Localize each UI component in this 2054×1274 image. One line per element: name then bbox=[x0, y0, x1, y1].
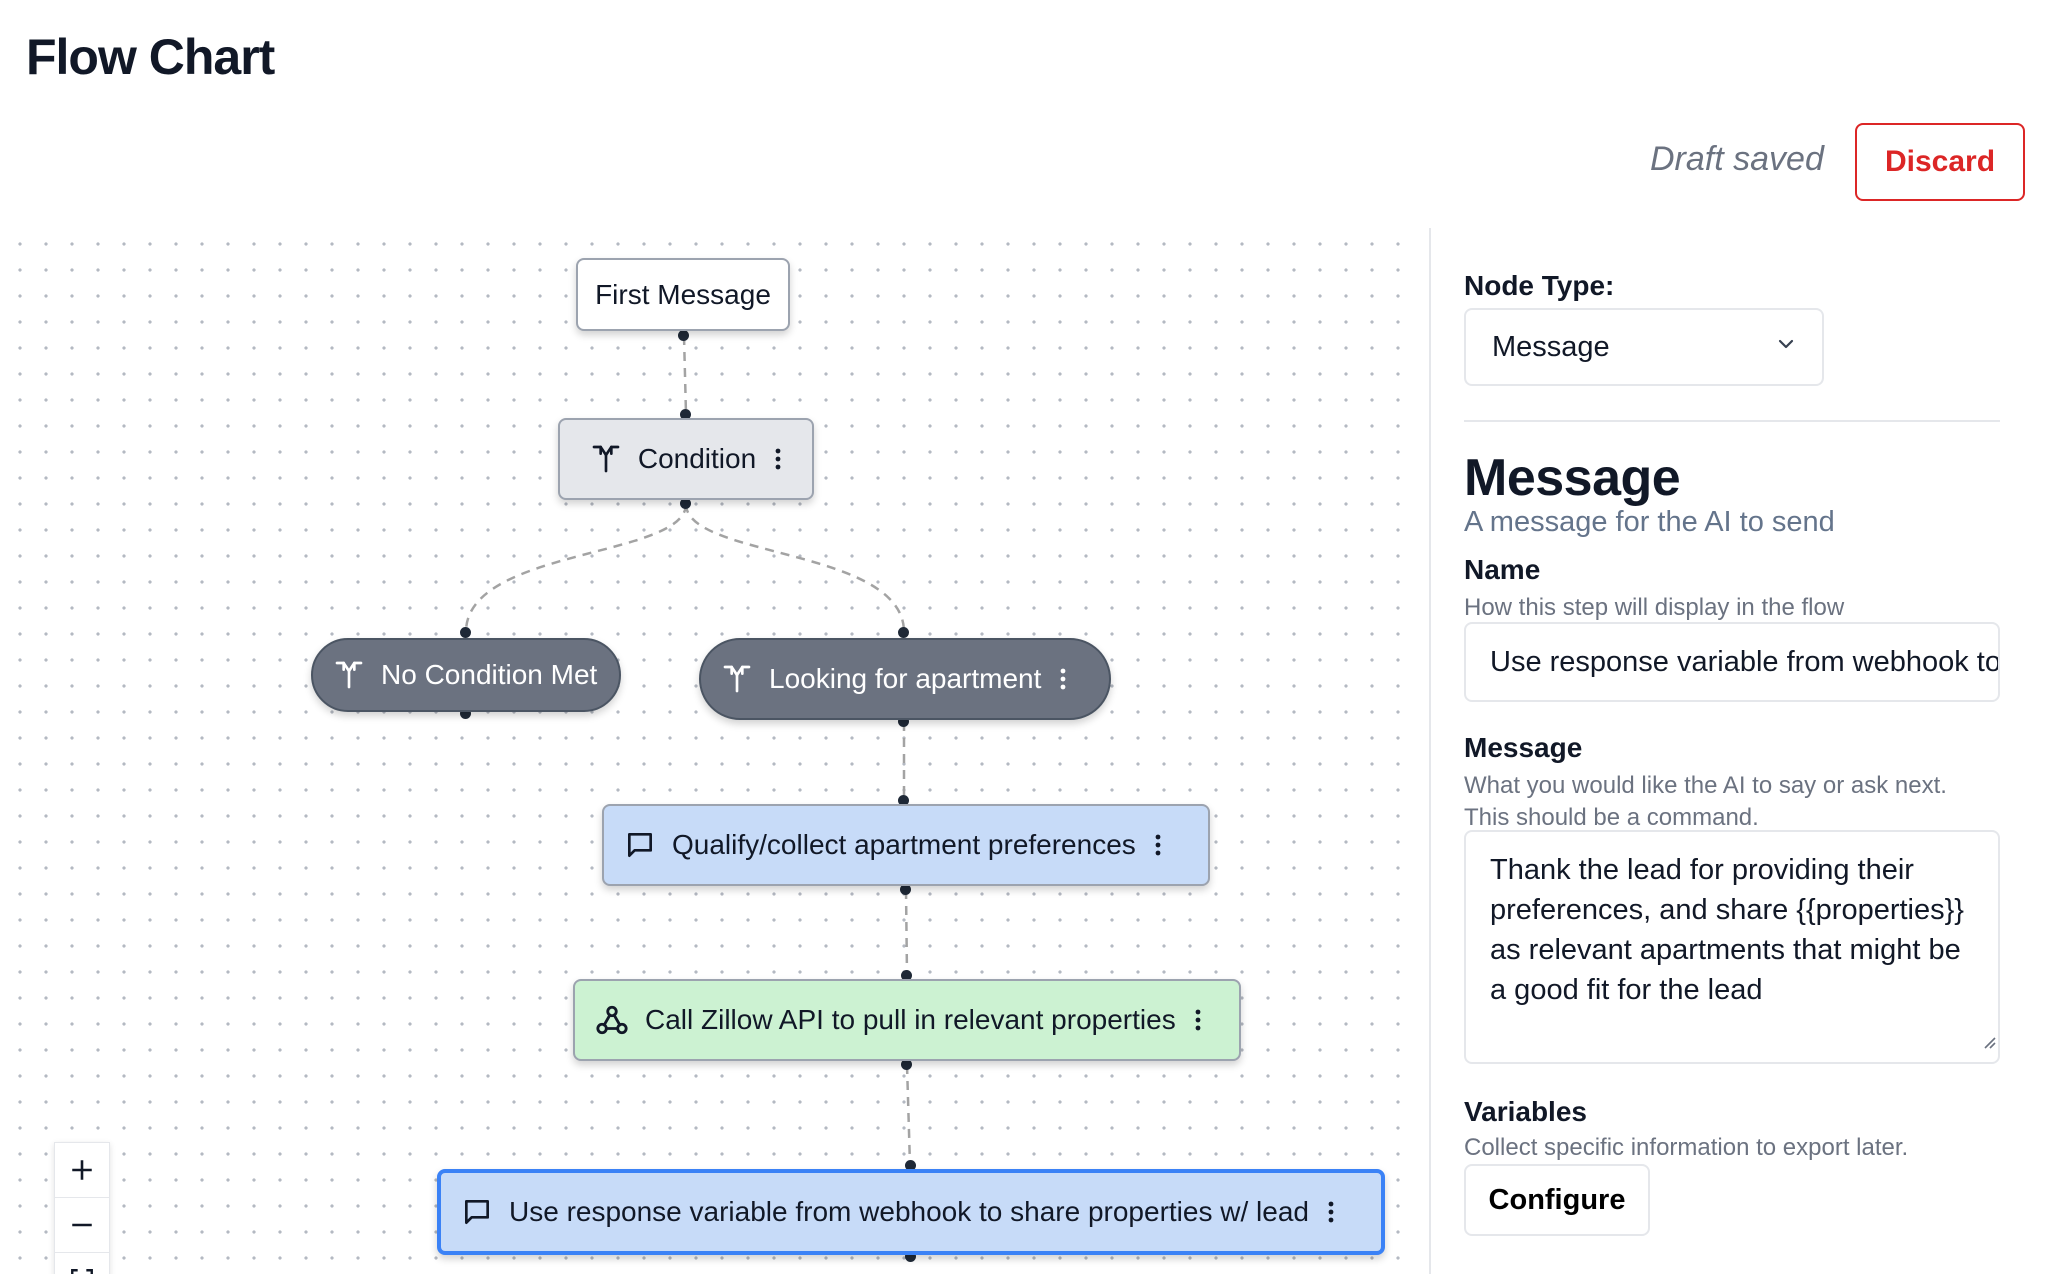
message-label: Message bbox=[1464, 732, 1583, 763]
branch-icon bbox=[590, 443, 622, 475]
edge-first-condition bbox=[682, 335, 688, 415]
configure-button[interactable]: Configure bbox=[1464, 1164, 1650, 1236]
node-handle[interactable] bbox=[678, 330, 689, 341]
node-handle[interactable] bbox=[898, 795, 909, 806]
node-handle[interactable] bbox=[905, 1251, 916, 1262]
name-label: Name bbox=[1464, 554, 1541, 585]
edge-condition-looking bbox=[684, 503, 906, 633]
more-options-icon[interactable] bbox=[774, 447, 782, 471]
variables-help: Collect specific information to export l… bbox=[1464, 1134, 1909, 1161]
node-qualify-preferences[interactable]: Qualify/collect apartment preferences bbox=[602, 804, 1210, 886]
message-icon bbox=[624, 829, 656, 861]
node-settings-panel: Node Type: Message Message A message for… bbox=[1464, 0, 2004, 1274]
more-options-icon[interactable] bbox=[1327, 1200, 1335, 1224]
node-label: Call Zillow API to pull in relevant prop… bbox=[645, 1004, 1176, 1035]
more-options-icon[interactable] bbox=[1154, 833, 1162, 857]
node-handle[interactable] bbox=[898, 627, 909, 638]
node-call-zillow-api[interactable]: Call Zillow API to pull in relevant prop… bbox=[573, 979, 1241, 1061]
node-handle[interactable] bbox=[898, 716, 909, 727]
zoom-controls bbox=[54, 1142, 110, 1274]
node-label: Condition bbox=[637, 443, 757, 474]
section-title: Message bbox=[1464, 449, 1681, 507]
message-help-line-1: What you would like the AI to say or ask… bbox=[1464, 772, 1947, 799]
node-label: Use response variable from webhook to sh… bbox=[509, 1196, 1309, 1227]
node-label: Qualify/collect apartment preferences bbox=[672, 829, 1136, 860]
name-help: How this step will display in the flow bbox=[1464, 594, 1845, 621]
fit-view-button[interactable] bbox=[55, 1253, 109, 1274]
node-handle[interactable] bbox=[901, 1059, 912, 1070]
section-divider bbox=[1464, 420, 2000, 422]
node-condition[interactable]: Condition bbox=[558, 418, 814, 500]
zoom-out-button[interactable] bbox=[55, 1198, 109, 1253]
discard-button[interactable]: Discard bbox=[1855, 123, 2025, 201]
node-handle[interactable] bbox=[901, 970, 912, 981]
message-textarea[interactable]: Thank the lead for providing their prefe… bbox=[1464, 830, 2000, 1064]
node-handle[interactable] bbox=[680, 498, 691, 509]
chevron-down-icon bbox=[1774, 331, 1798, 364]
panel-divider bbox=[1429, 228, 1431, 1274]
node-type-value: Message bbox=[1492, 330, 1610, 363]
webhook-icon bbox=[595, 1003, 629, 1037]
edge-condition-nocondition bbox=[464, 503, 688, 633]
message-text: Thank the lead for providing their prefe… bbox=[1490, 854, 1964, 1006]
more-options-icon[interactable] bbox=[1194, 1008, 1202, 1032]
variables-label: Variables bbox=[1464, 1096, 1587, 1127]
node-type-select[interactable]: Message bbox=[1464, 308, 1824, 386]
zoom-in-button[interactable] bbox=[55, 1143, 109, 1198]
resize-handle-icon[interactable] bbox=[1980, 1020, 1996, 1060]
message-help-line-2: This should be a command. bbox=[1464, 804, 1759, 831]
fit-view-icon bbox=[71, 1269, 93, 1274]
node-first-message[interactable]: First Message bbox=[576, 258, 790, 331]
minus-icon bbox=[72, 1223, 92, 1227]
node-label: No Condition Met bbox=[381, 659, 598, 690]
more-options-icon[interactable] bbox=[1059, 667, 1067, 691]
node-handle[interactable] bbox=[680, 409, 691, 420]
node-looking-for-apartment[interactable]: Looking for apartment bbox=[699, 638, 1111, 720]
section-subtitle: A message for the AI to send bbox=[1464, 506, 1835, 538]
node-type-label: Node Type: bbox=[1464, 270, 1615, 301]
node-label: First Message bbox=[595, 278, 771, 310]
flow-edges bbox=[464, 335, 912, 1166]
node-no-condition-met[interactable]: No Condition Met bbox=[311, 638, 621, 712]
node-use-response-variable[interactable]: Use response variable from webhook to sh… bbox=[437, 1169, 1385, 1255]
edge-qualify-zillow bbox=[904, 889, 909, 976]
node-handle[interactable] bbox=[460, 708, 471, 719]
node-handle[interactable] bbox=[905, 1160, 916, 1171]
branch-icon bbox=[721, 663, 753, 695]
branch-icon bbox=[333, 659, 365, 691]
draft-status: Draft saved bbox=[1650, 140, 1824, 178]
name-input[interactable]: Use response variable from webhook to sh… bbox=[1464, 622, 2000, 702]
edge-zillow-useresp bbox=[905, 1064, 912, 1166]
page-title: Flow Chart bbox=[26, 29, 275, 85]
node-handle[interactable] bbox=[460, 627, 471, 638]
flow-canvas[interactable]: First Message Condition No Condition Met… bbox=[0, 228, 1422, 1274]
message-icon bbox=[461, 1196, 493, 1228]
plus-icon bbox=[72, 1160, 92, 1180]
node-label: Looking for apartment bbox=[769, 663, 1042, 694]
node-handle[interactable] bbox=[900, 884, 911, 895]
